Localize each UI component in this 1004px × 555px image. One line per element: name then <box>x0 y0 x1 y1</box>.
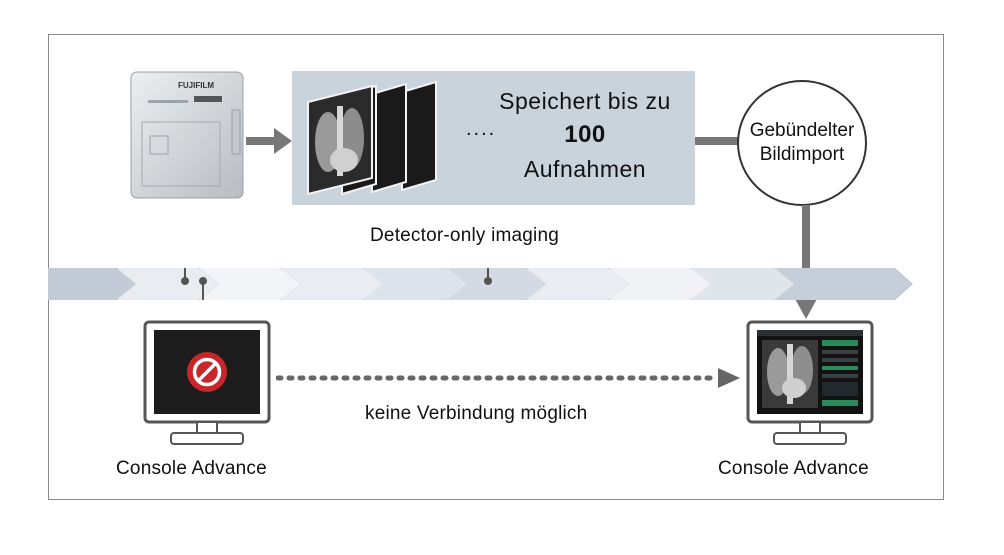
no-connection-dotted-arrow <box>276 368 740 388</box>
storage-line1: Speichert bis zu <box>499 88 671 114</box>
bundle-line1: Gebündelter <box>749 120 855 141</box>
storage-capacity-text: Speichert bis zu 100 Aufnahmen <box>470 84 700 186</box>
storage-line3: Aufnahmen <box>523 156 647 182</box>
chest-xray-image <box>307 84 373 196</box>
detector-brand: FUJIFILM <box>178 81 214 90</box>
film-frame <box>401 80 437 192</box>
bundle-to-console-arrow <box>794 205 818 319</box>
right-console-monitor <box>746 320 874 445</box>
detector-to-storage-arrow <box>246 128 292 154</box>
bundled-import-circle: Gebündelter Bildimport <box>737 80 867 206</box>
chest-xray-image <box>762 340 818 408</box>
bundle-line2: Bildimport <box>759 144 845 165</box>
left-console-monitor <box>143 320 271 445</box>
timeline-label: Detector-only imaging <box>370 225 560 246</box>
more-frames-ellipsis: .... <box>466 118 497 140</box>
right-console-label: Console Advance <box>718 458 869 479</box>
xray-stack <box>307 80 437 196</box>
detector-panel: FUJIFILM <box>130 71 244 199</box>
film-frame <box>371 82 407 194</box>
storage-to-bundle-connector <box>695 137 738 145</box>
left-console-label: Console Advance <box>116 458 267 479</box>
no-connection-label: keine Verbindung möglich <box>365 403 588 424</box>
timeline-band <box>48 268 913 300</box>
prohibited-icon <box>187 352 227 392</box>
storage-count: 100 <box>564 121 606 148</box>
